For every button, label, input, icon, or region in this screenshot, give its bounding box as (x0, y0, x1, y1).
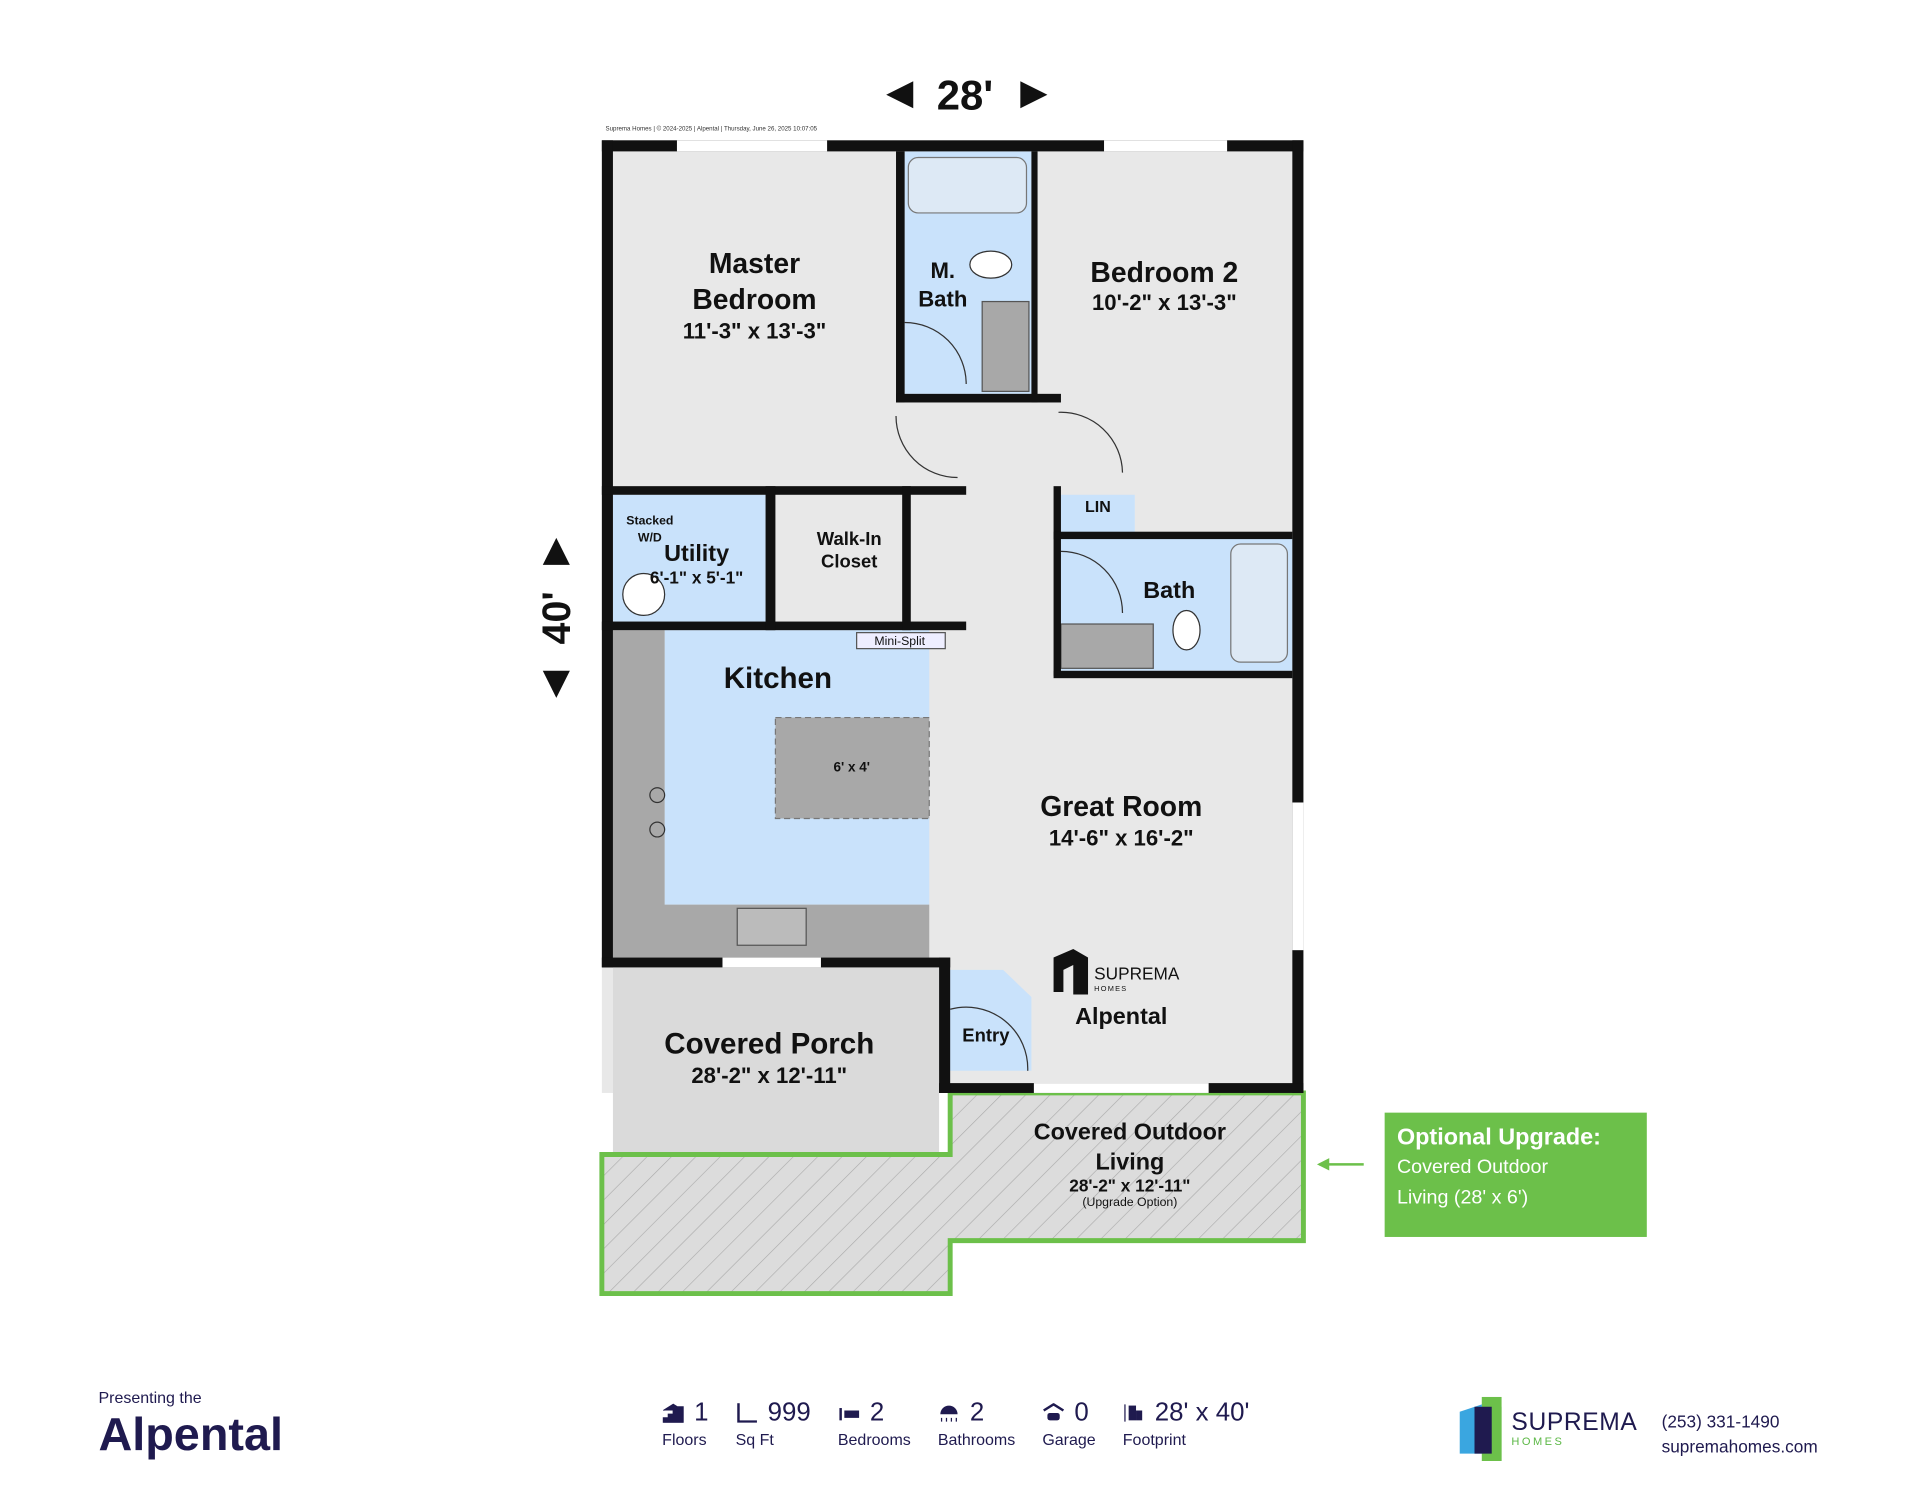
footprint-icon (1124, 1404, 1143, 1422)
stacked-wd-label: Stacked (626, 513, 673, 527)
stacked-wd-label-2: W/D (638, 531, 662, 545)
bath-label: Bath (1143, 577, 1195, 603)
ruler-icon (736, 1403, 757, 1423)
utility-size: 6'-1" x 5'-1" (650, 567, 743, 587)
plan-caption: Suprema Homes | © 2024-2025 | Alpental |… (606, 125, 818, 132)
suprema-homes-logo: SUPREMA HOMES (1457, 1394, 1637, 1463)
stat-label: Bedrooms (837, 1430, 911, 1449)
great-room-label: Great Room (1040, 790, 1202, 822)
covered-porch-label: Covered Porch (664, 1028, 874, 1061)
shower-icon (940, 1405, 958, 1422)
plan-name-label: Alpental (1075, 1003, 1167, 1029)
master-bath-label: M. (930, 258, 955, 283)
porch-floor (612, 967, 940, 1155)
phone-number[interactable]: (253) 331-1490 (1661, 1411, 1780, 1432)
callout-line-1: Covered Outdoor (1396, 1156, 1549, 1178)
kitchen-label: Kitchen (724, 662, 832, 695)
entry-floor (939, 969, 1032, 1071)
bedroom-2-size: 10'-2" x 13'-3" (1092, 290, 1237, 315)
linen-floor (1060, 494, 1135, 538)
stairs-icon (662, 1403, 684, 1423)
width-dimension: 28' (937, 72, 993, 119)
master-bath-label-2: Bath (918, 286, 967, 311)
plan-logo-text: SUPREMA (1094, 964, 1180, 984)
website-link[interactable]: supremahomes.com (1661, 1436, 1818, 1457)
master-bedroom-label: Master (709, 247, 800, 279)
plan-logo-sub: HOMES (1094, 984, 1127, 993)
mini-split-label: Mini-Split (874, 634, 925, 648)
stat-label: Garage (1042, 1430, 1096, 1449)
utility-label: Utility (664, 540, 729, 566)
master-bedroom-size: 11'-3" x 13'-3" (683, 318, 827, 343)
outdoor-living-label: Covered Outdoor (1034, 1119, 1226, 1145)
outdoor-living-size: 28'-2" x 12'-11" (1069, 1175, 1190, 1195)
callout-title: Optional Upgrade: (1396, 1124, 1601, 1151)
stat-label: Bathrooms (937, 1430, 1016, 1449)
suprema-logo-icon (1459, 1396, 1502, 1461)
great-room-size: 14'-6" x 16'-2" (1049, 826, 1194, 851)
covered-porch-size: 28'-2" x 12'-11" (691, 1063, 847, 1088)
stat-label: Footprint (1122, 1430, 1186, 1449)
stat-label: Sq Ft (735, 1430, 774, 1449)
entry-label: Entry (962, 1024, 1010, 1045)
stat-value: 2 (969, 1398, 985, 1427)
stat-label: Floors (662, 1430, 707, 1449)
stat-value: 999 (767, 1398, 811, 1427)
master-bedroom-label-2: Bedroom (692, 283, 816, 315)
arrow-up-icon (542, 537, 570, 565)
stat-value: 0 (1074, 1398, 1089, 1427)
kitchen-counter-left (612, 630, 665, 958)
brand-sub: HOMES (1511, 1435, 1565, 1448)
stat-value: 1 (694, 1398, 709, 1427)
walk-in-closet-label-2: Closet (821, 550, 877, 571)
stat-footprint: 28' x 40' Footprint (1123, 1398, 1250, 1448)
brand-name: SUPREMA (1511, 1409, 1638, 1437)
outdoor-living-label-2: Living (1095, 1148, 1164, 1174)
arrow-down-icon (542, 670, 570, 698)
garage-icon (1042, 1403, 1064, 1421)
arrow-right-icon (1020, 81, 1048, 109)
callout-arrow-icon (1316, 1158, 1330, 1171)
bed-icon (839, 1408, 859, 1421)
outdoor-living-upgrade-area (599, 1090, 1306, 1297)
linen-label: LIN (1085, 499, 1111, 516)
optional-upgrade-callout: Optional Upgrade: Covered Outdoor Living… (1384, 1112, 1647, 1237)
plan-name: Alpental (98, 1409, 283, 1461)
contact-info: (253) 331-1490 supremahomes.com (1662, 1409, 1818, 1458)
walk-in-closet-label: Walk-In (817, 528, 882, 549)
depth-dimension: 40' (535, 591, 579, 644)
stat-value: 28' x 40' (1154, 1398, 1250, 1427)
presenting-label: Presenting the (98, 1388, 202, 1407)
arrow-left-icon (886, 81, 914, 109)
suprema-plan-logo: SUPREMA HOMES (1053, 948, 1180, 995)
kitchen-island (774, 716, 930, 820)
stat-value: 2 (869, 1398, 885, 1427)
outdoor-living-note: (Upgrade Option) (1082, 1195, 1177, 1209)
island-size: 6' x 4' (833, 760, 870, 775)
bedroom-2-label: Bedroom 2 (1090, 256, 1238, 288)
callout-line-2: Living (28' x 6') (1396, 1187, 1529, 1209)
footer-plan-title: Presenting the Alpental (98, 1388, 283, 1462)
stat-sqft: 999 Sq Ft (736, 1398, 811, 1448)
